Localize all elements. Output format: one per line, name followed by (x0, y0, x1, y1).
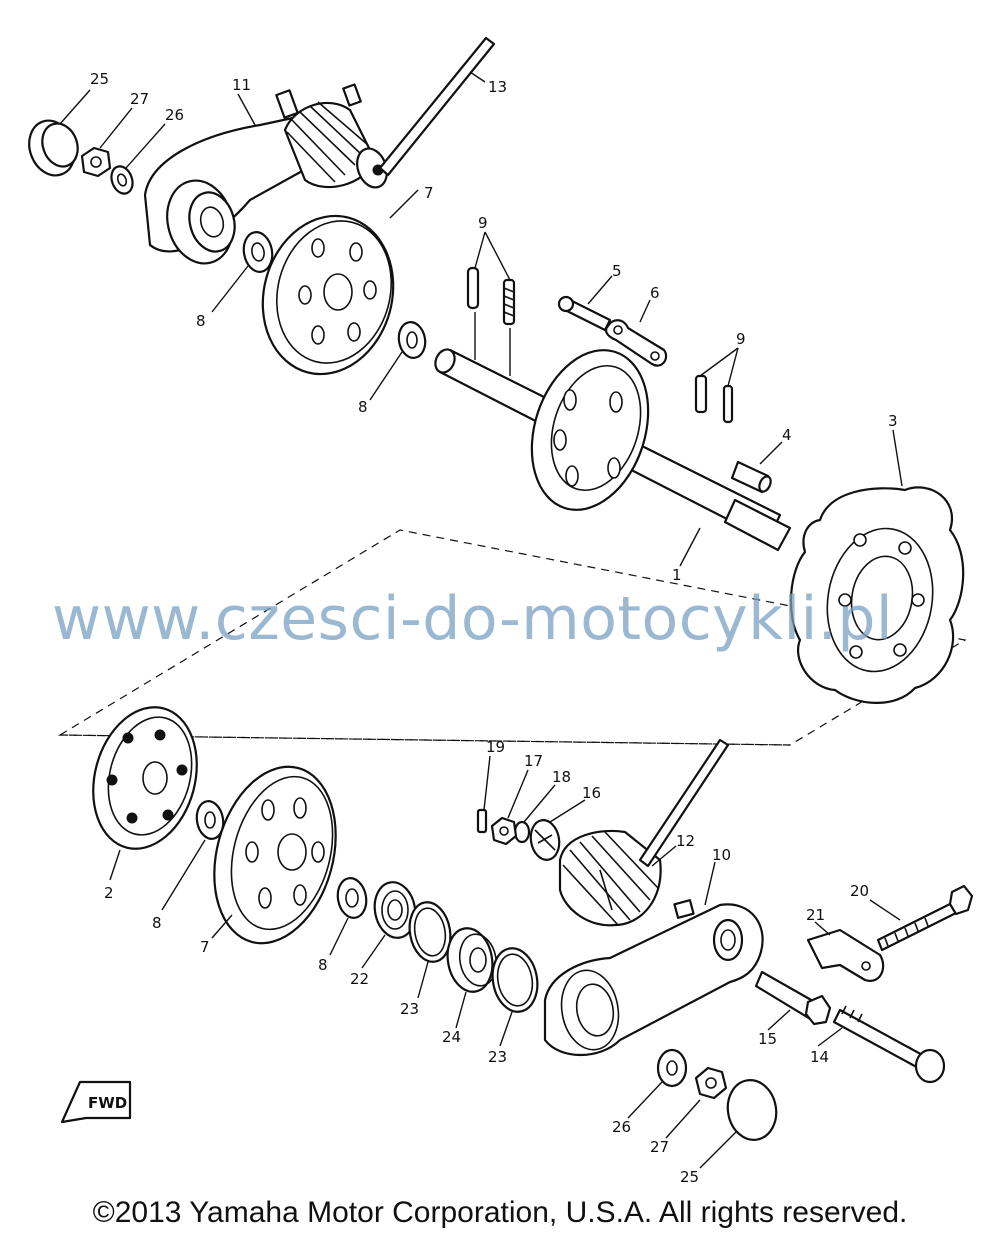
arm-10-bottom (543, 899, 764, 1057)
bolt-20 (876, 884, 974, 952)
callout-10: 10 (712, 846, 731, 864)
ring-23-right (491, 947, 539, 1013)
callout-12: 12 (676, 832, 695, 850)
callout-8-bottom-left: 8 (152, 914, 162, 932)
callout-27-top: 27 (130, 90, 149, 108)
callout-11: 11 (232, 76, 251, 94)
pin-19 (476, 808, 488, 834)
callout-27-bottom: 27 (650, 1138, 669, 1156)
callout-7-bottom: 7 (200, 938, 210, 956)
assembly-guide-lines (57, 529, 967, 746)
forward-arrow-icon: FWD (60, 1080, 132, 1124)
drive-sprocket-3 (789, 486, 965, 704)
callout-1: 1 (672, 566, 682, 584)
callout-17: 17 (524, 752, 543, 770)
bolt-14 (832, 1005, 946, 1084)
cap-25-top (28, 119, 79, 177)
callout-3: 3 (888, 412, 898, 430)
pins-9-top (466, 266, 516, 376)
callout-20: 20 (850, 882, 869, 900)
clips-9-right (694, 374, 734, 424)
sprocket-7-bottom (213, 765, 337, 945)
callout-6: 6 (650, 284, 660, 302)
callout-9-right: 9 (736, 330, 746, 348)
washer-8-bottom-left (195, 800, 225, 840)
bracket-21 (806, 928, 885, 982)
copyright-notice: ©2013 Yamaha Motor Corporation, U.S.A. A… (92, 1196, 908, 1229)
callout-23-right: 23 (488, 1048, 507, 1066)
callout-13: 13 (488, 78, 507, 96)
callout-24: 24 (442, 1028, 461, 1046)
washer-26-bottom (656, 1048, 688, 1088)
callout-16: 16 (582, 784, 601, 802)
shaft-15 (754, 970, 832, 1026)
shaft-1 (434, 348, 792, 552)
washer-8-top-left (242, 231, 274, 273)
callout-22: 22 (350, 970, 369, 988)
fwd-label: FWD (88, 1094, 127, 1112)
callout-5: 5 (612, 262, 622, 280)
bolt-5 (557, 295, 612, 332)
callout-14: 14 (810, 1048, 829, 1066)
leader-lines (59, 71, 903, 1169)
spring-12 (558, 738, 730, 927)
ring-23-left (408, 901, 452, 963)
rod-13 (378, 36, 496, 177)
watermark-url: www.czesci-do-motocykli.pl (52, 584, 894, 654)
nut-27-bottom (694, 1066, 728, 1100)
callout-numbers: 25 27 26 11 13 7 8 8 9 5 6 9 4 3 1 2 8 7… (90, 70, 898, 1186)
cap-25-bottom (726, 1079, 778, 1141)
callout-2: 2 (104, 884, 114, 902)
washer-8-shaft (397, 321, 427, 359)
callout-25-bottom: 25 (680, 1168, 699, 1186)
nut-17 (490, 816, 518, 846)
callout-25-top: 25 (90, 70, 109, 88)
callout-7-top: 7 (424, 184, 434, 202)
callout-23-left: 23 (400, 1000, 419, 1018)
callout-18: 18 (552, 768, 571, 786)
callout-8-bottom: 8 (318, 956, 328, 974)
washer-16 (529, 819, 561, 861)
callout-19: 19 (486, 738, 505, 756)
nut-27-top (80, 146, 112, 178)
callout-9-top: 9 (478, 214, 488, 232)
washer-8-bottom (336, 877, 368, 919)
callout-15: 15 (758, 1030, 777, 1048)
hub-plate-2 (92, 706, 198, 850)
washer-26-top (110, 165, 134, 195)
arm-11-top (143, 83, 388, 265)
callout-4: 4 (782, 426, 792, 444)
callout-8-shaft: 8 (358, 398, 368, 416)
callout-26-bottom: 26 (612, 1118, 631, 1136)
sprocket-7-top (261, 214, 395, 376)
collar-4 (730, 460, 772, 494)
washer-18 (513, 820, 531, 844)
bushing-24 (446, 927, 498, 993)
callout-8-top-left: 8 (196, 312, 206, 330)
plate-6 (605, 319, 668, 367)
callout-21: 21 (806, 906, 825, 924)
callout-26-top: 26 (165, 106, 184, 124)
bearing-22 (373, 881, 417, 939)
